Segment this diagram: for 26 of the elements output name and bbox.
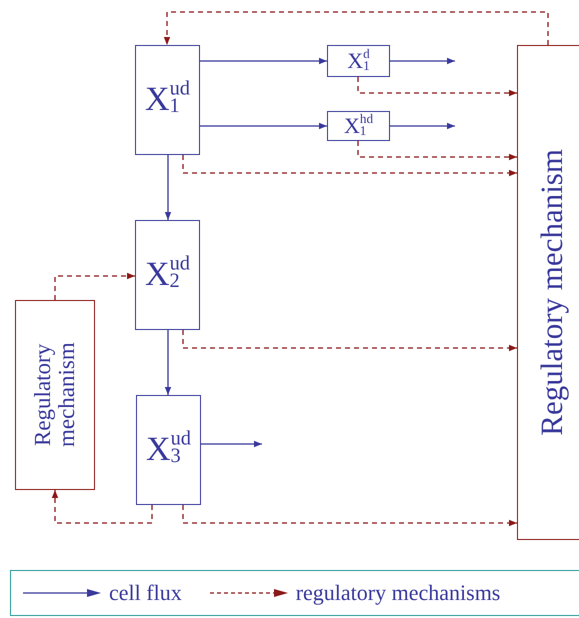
arrow [390, 122, 455, 130]
arrow [182, 505, 517, 526]
compartment-box [327, 111, 390, 141]
legend-label: cell flux [109, 580, 182, 606]
compartment-box [327, 45, 390, 77]
arrow [357, 141, 517, 160]
arrow [164, 330, 172, 395]
mechanism-box [517, 45, 579, 540]
mechanism-box [15, 300, 95, 490]
arrow [164, 155, 172, 220]
compartment-box [135, 220, 200, 330]
node-label: Regulatory mechanism [30, 342, 80, 450]
node-label: Regulatory mechanism [536, 149, 568, 436]
arrow [182, 330, 517, 352]
arrow [357, 77, 517, 96]
arrow [201, 440, 262, 448]
arrow [200, 122, 327, 130]
arrow [182, 155, 517, 176]
arrow [54, 272, 135, 300]
arrow [390, 58, 455, 64]
arrow [200, 58, 327, 64]
legend-label: regulatory mechanisms [296, 580, 500, 606]
compartment-box [135, 45, 200, 155]
compartment-box [136, 395, 201, 505]
arrow [52, 490, 153, 524]
arrow [164, 11, 549, 45]
